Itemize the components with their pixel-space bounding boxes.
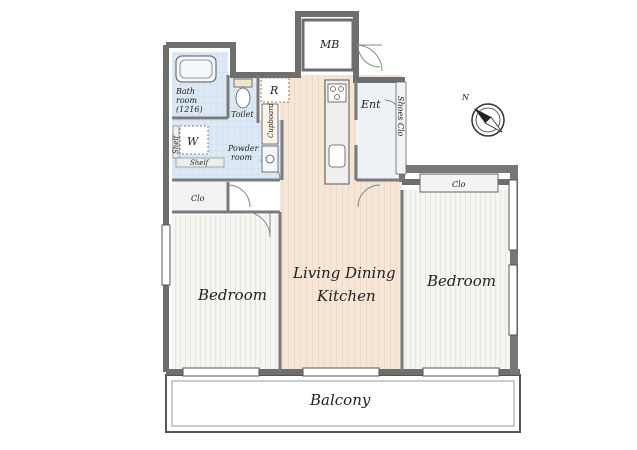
entrance-label: Ent [360,98,381,111]
cupboard-label: Cupboard [267,102,275,138]
bathroom-size-label: (1216) [176,105,203,114]
right-top-wall [402,165,518,173]
kitchen-sink-icon [328,144,346,168]
refrigerator-space [260,77,290,103]
shelf-vertical-label: Shelf [172,134,180,154]
bathroom-label-2: room [176,96,197,105]
refrigerator-label: R [269,84,278,97]
burner-icon [334,94,340,100]
burner-icon [338,86,344,92]
entrance-floor [356,80,402,180]
powder-room-label-2: room [231,153,252,162]
mb-label: MB [319,38,339,51]
toilet-label: Toilet [231,110,254,119]
toilet-tank-icon [233,78,253,88]
vanity-box [261,145,279,173]
bedroom-left-label: Bedroom [197,286,267,304]
compass-north-label: N [461,93,470,102]
closet-left-floor [172,182,228,212]
bathtub-icon [175,55,217,83]
sink-icon [265,154,275,164]
windows [161,179,518,377]
closet-right-label: Clo [452,180,466,189]
mb-closet [301,18,355,72]
stove-icon [327,83,347,103]
balcony-label: Balcony [309,391,371,409]
burner-icon [330,86,336,92]
toilet-bowl-icon [235,87,251,109]
closet-right-box [419,173,499,193]
balcony-inner-line [171,380,515,427]
balcony-area [165,374,521,433]
washer-space [179,125,209,155]
bathroom-label: Bath [175,87,195,96]
powder-room-label: Powder [227,144,260,153]
ldk-label-2: Kitchen [316,287,376,305]
shoes-closet-box [395,81,407,175]
door-swings [227,44,403,238]
shelf-horizontal-box [175,157,225,168]
shoes-closet-label: Shoes Clo [396,96,405,137]
shelf-horizontal-label: Shelf [190,159,210,167]
closet-left-label: Clo [191,194,205,203]
ldk-label: Living Dining [292,264,396,282]
compass-rose-icon [471,103,505,137]
washer-label: W [187,135,200,148]
bedroom-right-label: Bedroom [426,272,496,290]
cupboard-box [261,103,279,145]
bedroom-right-floor [403,190,513,370]
bathtub-inner-icon [179,59,213,79]
bedroom-left-floor [172,215,280,370]
